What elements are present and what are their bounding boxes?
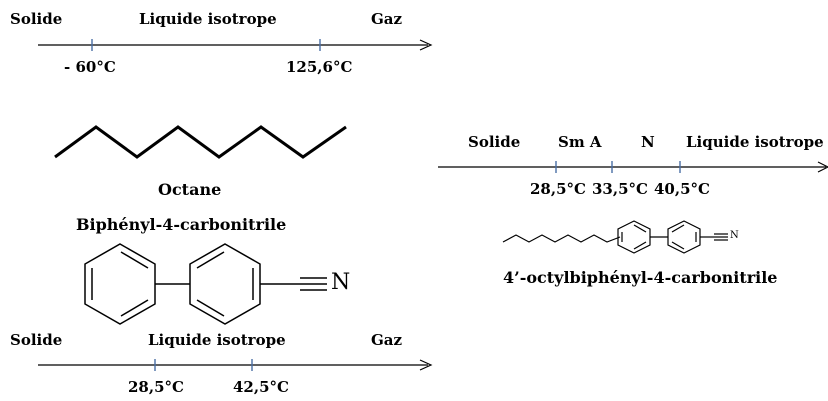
octylbiphenyl-nitrogen-atom: N [730,230,739,241]
biphenyl-temperature-melting: 28,5°C [128,378,184,396]
octane-temperature-melting: - 60°C [64,58,116,76]
octylbiphenyl-phase-smectic-a: Sm A [558,133,602,151]
octane-phase-isotropic-liquid: Liquide isotrope [139,10,277,28]
biphenyl-carbonitrile-name: Biphényl-4-carbonitrile [76,215,287,234]
octylbiphenyl-phase-nematic: N [641,133,655,151]
octane-name: Octane [158,180,222,199]
biphenyl-phase-solid: Solide [10,331,63,349]
biphenyl-nitrogen-atom: N [331,270,351,295]
biphenyl-temperature-clearing: 42,5°C [233,378,289,396]
octane-temperature-boiling: 125,6°C [286,58,353,76]
octylbiphenyl-carbonitrile-structure [502,220,728,254]
octylbiphenyl-phase-solid: Solide [468,133,521,151]
biphenyl-phase-gas: Gaz [371,331,403,349]
biphenyl-carbonitrile-structure [84,243,327,325]
octylbiphenyl-temperature-smectic-nematic: 33,5°C [592,180,648,198]
octylbiphenyl-temperature-nematic-isotropic: 40,5°C [654,180,710,198]
octylbiphenyl-phase-isotropic-liquid: Liquide isotrope [686,133,824,151]
octane-phase-gas: Gaz [371,10,403,28]
octane-structure [54,125,347,159]
octane-phase-solid: Solide [10,10,63,28]
biphenyl-temperature-axis [38,359,433,371]
biphenyl-phase-isotropic-liquid: Liquide isotrope [148,331,286,349]
octane-temperature-axis [38,39,433,51]
octylbiphenyl-temperature-crystal-smectic: 28,5°C [530,180,586,198]
octylbiphenyl-temperature-axis [438,161,828,173]
octylbiphenyl-carbonitrile-name: 4’-octylbiphényl-4-carbonitrile [503,268,778,287]
